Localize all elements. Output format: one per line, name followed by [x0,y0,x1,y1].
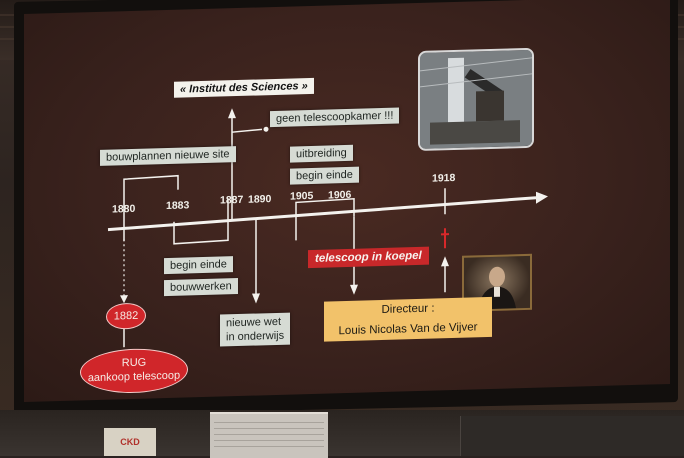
floor-sign: CKD [104,428,156,456]
projected-slide: « Institut des Sciences » geen telescoop… [24,0,670,402]
directeur-title: Directeur : [330,301,486,317]
year-1880: 1880 [112,203,135,216]
timeline-arrowhead [536,191,548,203]
uitbreiding-label: uitbreiding [290,145,353,163]
year-1887: 1887 [220,194,243,207]
wall-panel [460,416,684,456]
directeur-label: Directeur : Louis Nicolas Van de Vijver [324,297,492,342]
telescoop-in-koepel-label: telescoop in koepel [308,247,429,268]
begin-einde-uitbreiding-label: begin einde [290,167,359,185]
rug-line2: aankoop telescoop [81,368,187,385]
nieuwe-wet-line2: in onderwijs [226,329,284,345]
directeur-name: Louis Nicolas Van de Vijver [330,321,486,337]
bouwwerken-label: bouwwerken [164,278,238,296]
timeline-lines [24,0,670,402]
year-1905: 1905 [290,190,313,203]
lectern-box [210,412,328,458]
year-1883: 1883 [166,199,189,212]
year-1918: 1918 [432,172,455,185]
begin-einde-bouwwerken-label: begin einde [164,256,233,274]
telescope-photo [418,48,534,151]
year-1906: 1906 [328,189,351,202]
telescope-photo-image [420,50,532,149]
nieuwe-wet-label: nieuwe wet in onderwijs [220,313,290,347]
year-1890: 1890 [248,193,271,206]
